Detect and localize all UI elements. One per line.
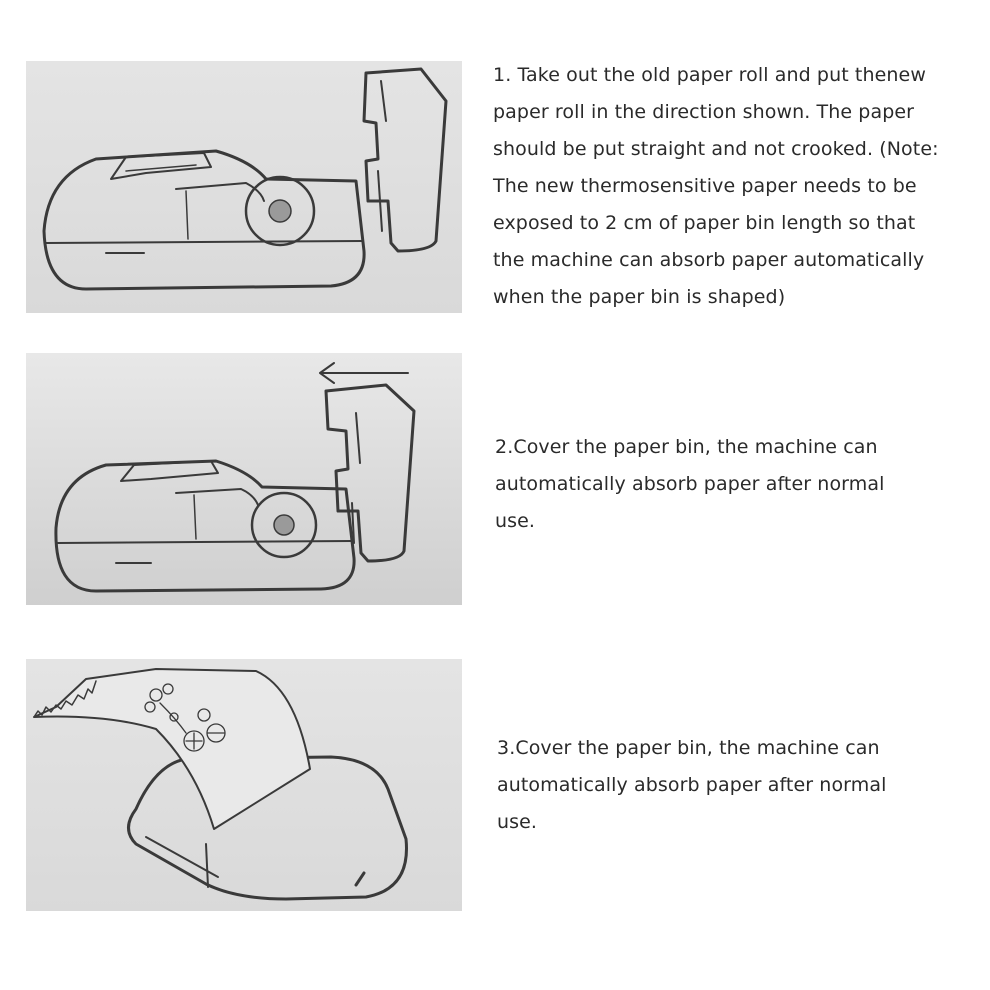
step3-instructions: 3.Cover the paper bin, the machine can a…	[497, 737, 887, 833]
printer-open-lid-diagram	[42, 67, 448, 291]
step1-instructions: 1. Take out the old paper roll and put t…	[493, 64, 939, 308]
step2-instructions: 2.Cover the paper bin, the machine can a…	[495, 436, 885, 532]
printer-closing-lid-diagram	[54, 362, 416, 593]
step1-illustration	[26, 61, 462, 313]
step3-illustration	[26, 659, 462, 911]
printer-paper-output-diagram	[33, 668, 408, 901]
step2-illustration	[26, 353, 462, 605]
